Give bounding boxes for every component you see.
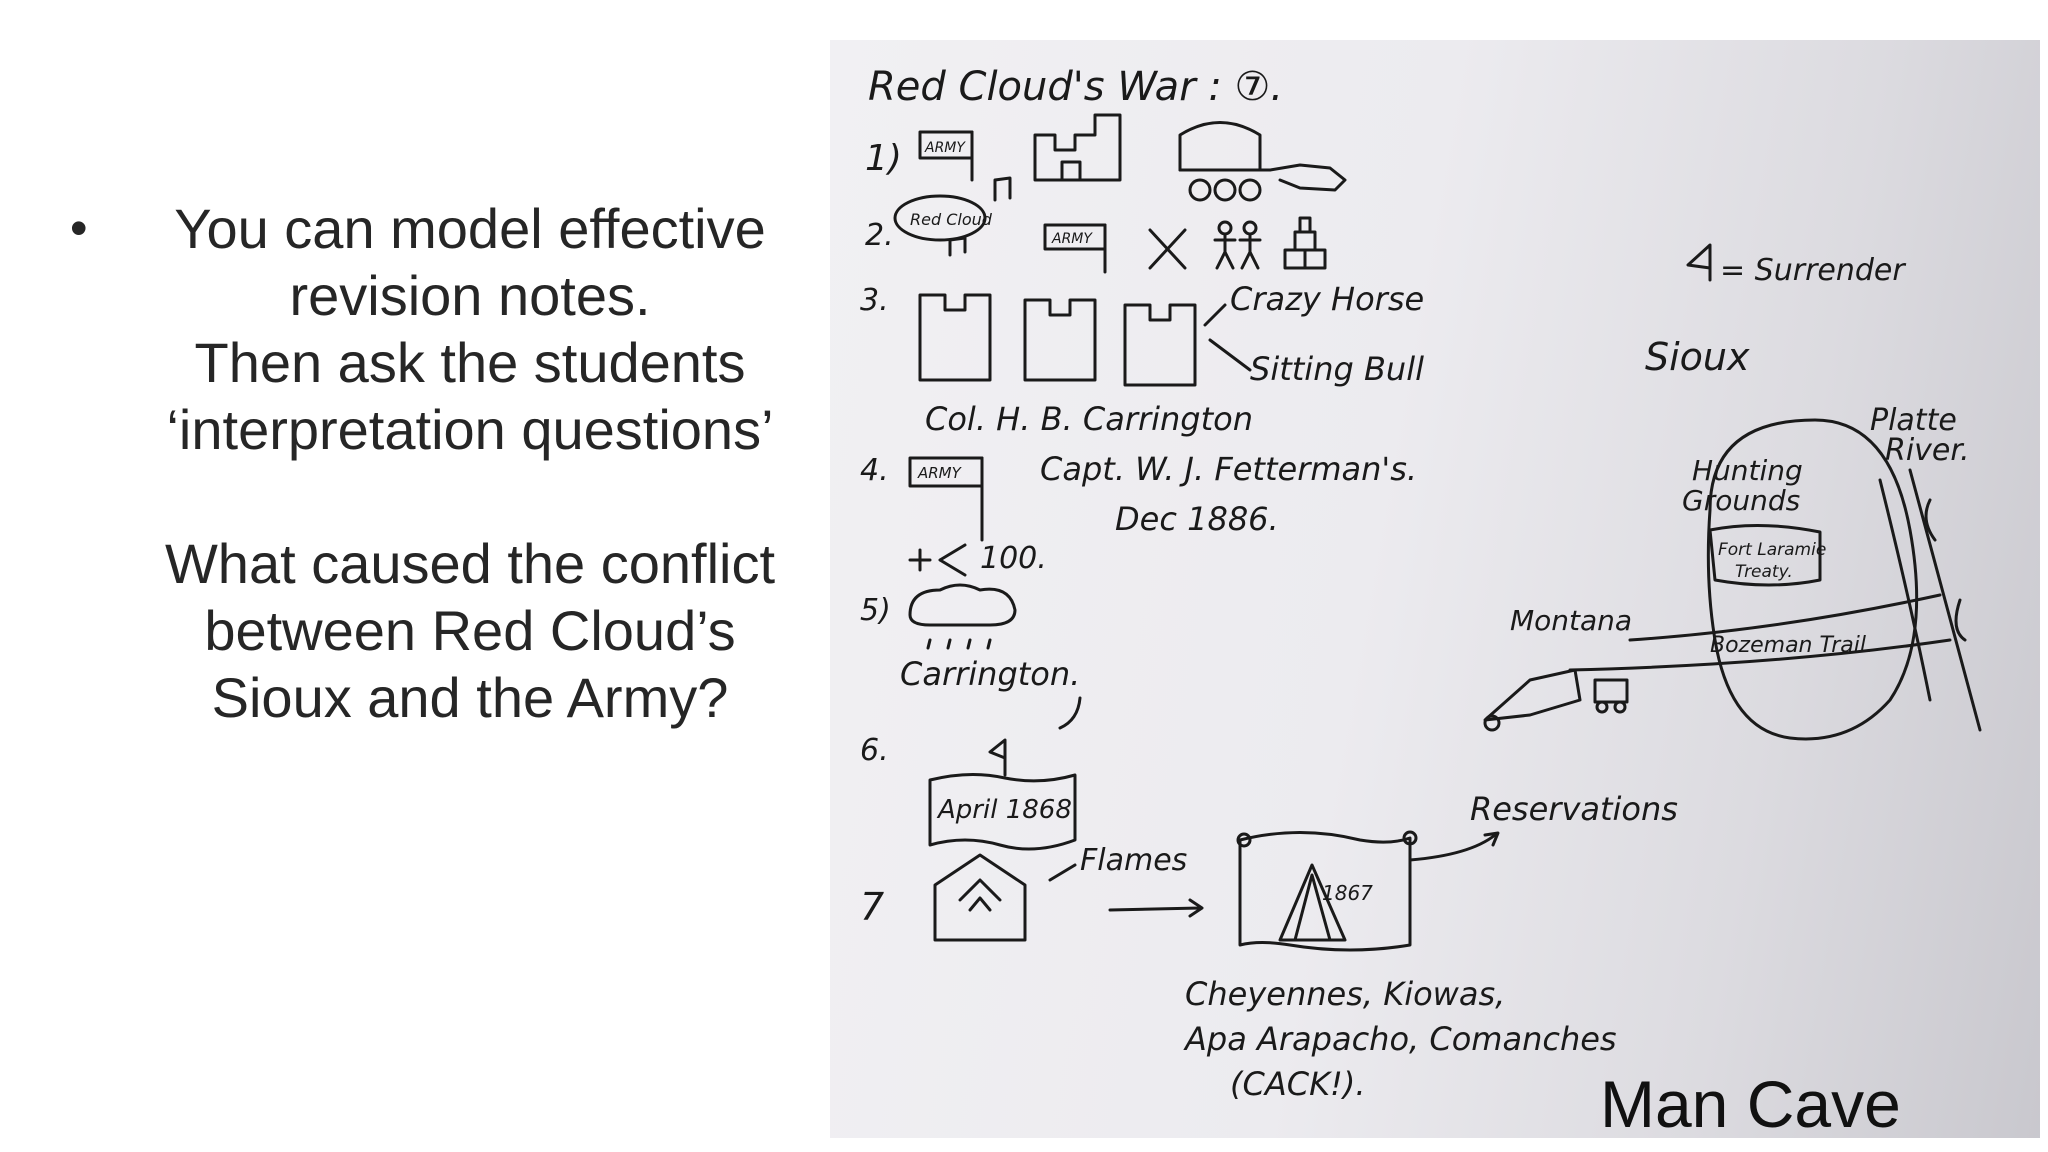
- surrender-flag-key-icon: [1686, 243, 1712, 282]
- army-flag-label: ARMY: [924, 140, 966, 156]
- hunting-grounds-oval: [1706, 418, 1919, 741]
- handwritten-notes-photo: Red Cloud's War : ⑦. 1) ARMY 2.: [830, 40, 2040, 1138]
- army-flag-icon: [1043, 223, 1107, 274]
- tipi-icon: [1278, 863, 1347, 942]
- item-3-number: 3.: [860, 283, 889, 318]
- people-icon: [1213, 220, 1262, 270]
- death-symbol-icon: [908, 543, 967, 577]
- arrow-to-treaty: [1108, 898, 1204, 918]
- surrender-flag-icon: [988, 738, 1007, 777]
- crazy-horse-label: Crazy Horse: [1230, 280, 1424, 318]
- slide-text: • You can model effective revision notes…: [60, 195, 800, 731]
- notes-drawing: Red Cloud's War : ⑦. 1) ARMY 2.: [860, 64, 1982, 1103]
- army-flag-label-2: ARMY: [1051, 231, 1093, 247]
- fort-icon: [1033, 113, 1122, 182]
- rain-cloud-icon: [908, 583, 1017, 650]
- carrington-label: Col. H. B. Carrington: [925, 400, 1253, 438]
- red-cloud-cloud-icon: [893, 194, 987, 242]
- flames-label: Flames: [1080, 843, 1187, 878]
- army-flag-icon: [918, 130, 974, 182]
- item-4-number: 4.: [860, 453, 889, 488]
- treaty-year-label: 1867: [1322, 881, 1373, 905]
- army-flag-icon: [908, 456, 984, 542]
- river-lines: [1878, 468, 1982, 732]
- arrow-sitting-bull: [1208, 338, 1252, 372]
- treaty-label: Treaty.: [1735, 562, 1793, 582]
- hunting-label: Hunting: [1692, 454, 1803, 487]
- river-label: River.: [1885, 433, 1970, 468]
- sitting-bull-label: Sitting Bull: [1250, 350, 1424, 388]
- question-text: What caused the conflict between Red Clo…: [164, 532, 776, 729]
- montana-label: Montana: [1510, 604, 1632, 637]
- scroll-icon: [928, 772, 1077, 851]
- arrow-flames: [1048, 863, 1077, 882]
- music-note-icon: [948, 176, 1012, 257]
- item-5-number: 5): [860, 593, 891, 628]
- arrow-crazy-horse: [1203, 303, 1227, 327]
- surrender-key-label: = Surrender: [1720, 253, 1906, 288]
- forts-icon: [918, 293, 1197, 387]
- hundred-label: 100.: [980, 541, 1047, 576]
- item-1-number: 1): [865, 138, 902, 179]
- red-cloud-label: Red Cloud: [910, 210, 993, 229]
- fort-laramie-scroll-icon: [1708, 523, 1822, 587]
- platte-label: Platte: [1870, 403, 1957, 438]
- image-caption: Man Cave: [1600, 1067, 1901, 1141]
- cross-icon: [1148, 228, 1187, 270]
- dec-label: Dec 1886.: [1115, 500, 1279, 538]
- fort-laramie-label: Fort Laramie: [1718, 540, 1826, 560]
- bozeman-label: Bozeman Trail.: [1710, 633, 1873, 658]
- item-6-number: 6.: [860, 733, 889, 768]
- bullet-marker: •: [70, 200, 88, 256]
- wagon-icon: [1178, 121, 1347, 202]
- army-flag-label-4: ARMY: [917, 464, 963, 482]
- bozeman-trail-lines: [1568, 593, 1952, 672]
- arrow-reservations: [1408, 831, 1500, 862]
- item-2-number: 2.: [865, 218, 894, 253]
- burning-house-icon: [933, 853, 1027, 942]
- grounds-label: Grounds: [1682, 484, 1800, 517]
- arrow-carrington: [1058, 696, 1082, 730]
- supplies-icon: [1283, 216, 1327, 270]
- tribes-line-3: (CACK!).: [1230, 1065, 1366, 1103]
- carrington-2-label: Carrington.: [900, 655, 1080, 693]
- tribes-line-1: Cheyennes, Kiowas,: [1185, 975, 1505, 1013]
- treaty-scroll-icon: [1236, 830, 1418, 952]
- reservations-label: Reservations: [1470, 790, 1678, 828]
- wagon-train-icon: [1483, 668, 1629, 732]
- sioux-label: Sioux: [1645, 335, 1750, 379]
- notes-title: Red Cloud's War : ⑦.: [868, 64, 1283, 110]
- bullet-point: • You can model effective revision notes…: [60, 195, 800, 463]
- april-label: April 1868: [936, 795, 1072, 825]
- bullet-text: You can model effective revision notes. …: [166, 197, 774, 461]
- item-7-number: 7: [860, 885, 884, 929]
- fetterman-label: Capt. W. J. Fetterman's.: [1040, 450, 1417, 488]
- tribes-line-2: Apa Arapacho, Comanches: [1183, 1020, 1617, 1058]
